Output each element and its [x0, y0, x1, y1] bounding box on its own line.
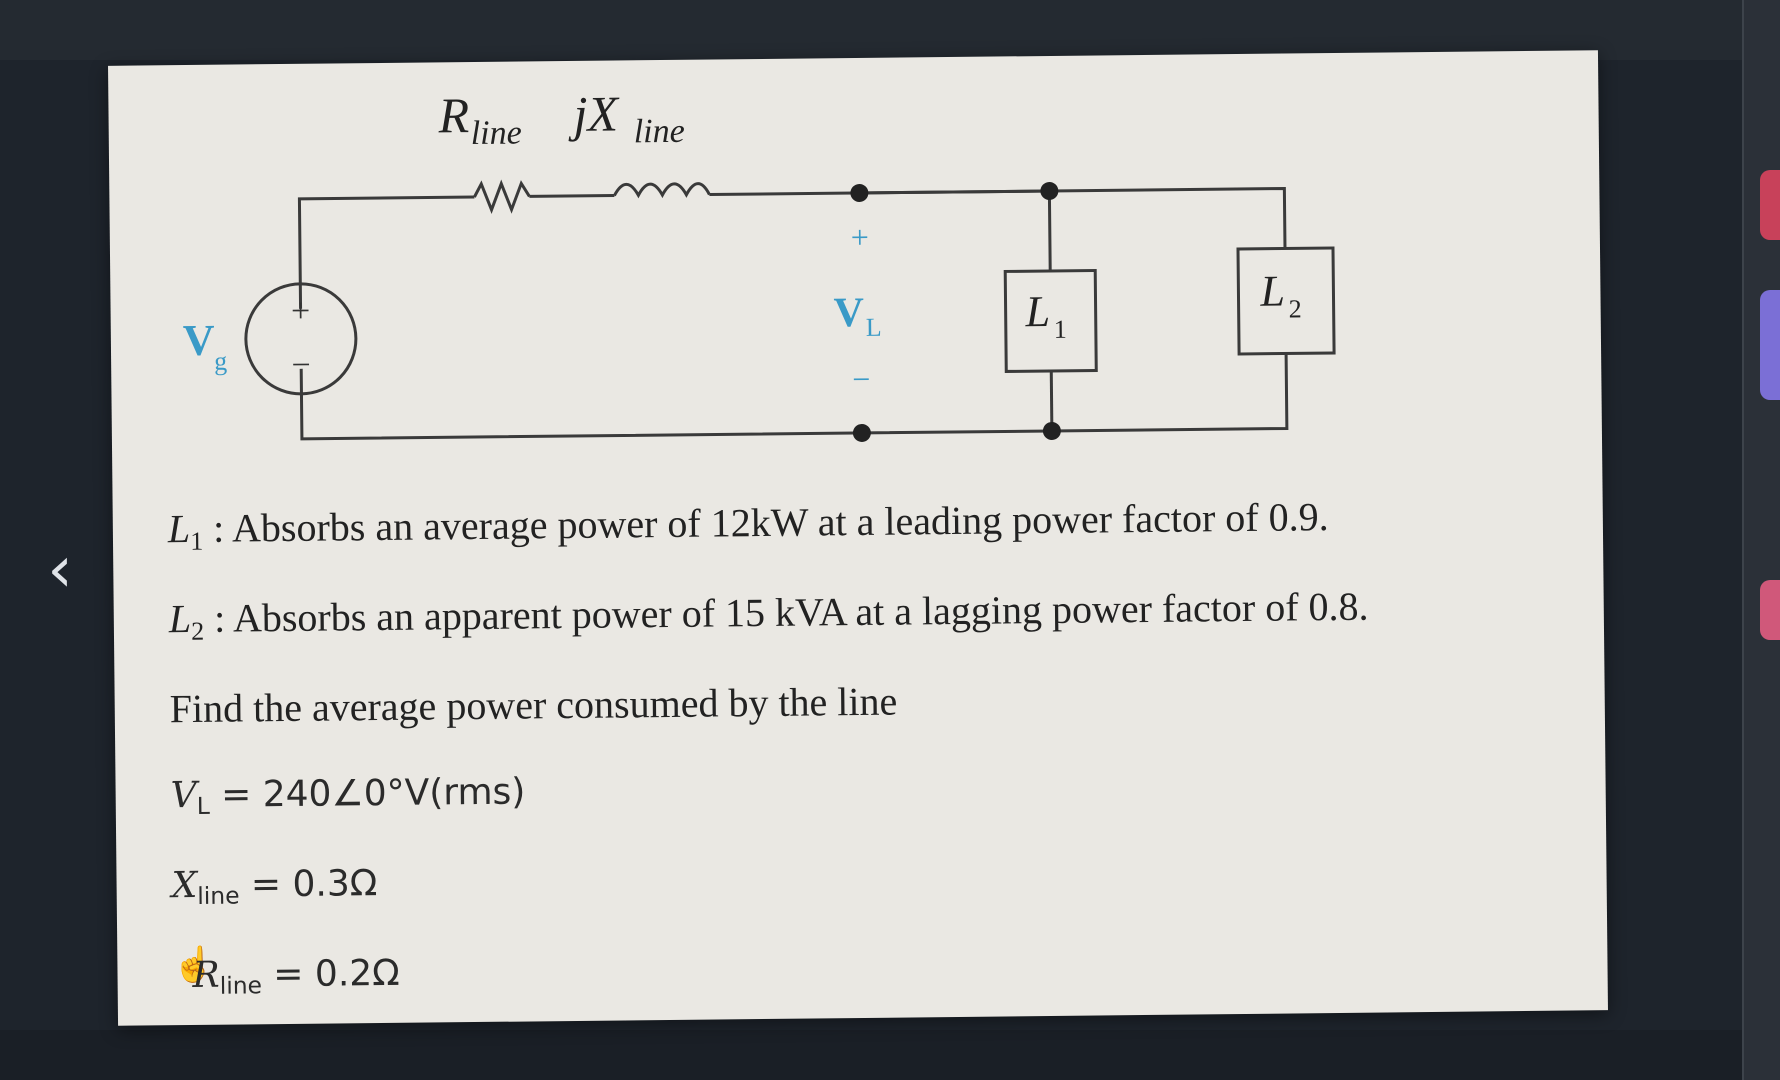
- r-var-sub: line: [219, 971, 263, 1000]
- l2-name: L: [168, 595, 192, 642]
- source-plus: +: [291, 293, 311, 330]
- l1-name: L: [167, 505, 191, 552]
- wire-top-right: [709, 189, 1052, 271]
- source-minus: −: [291, 347, 311, 384]
- rline-equation: Rline = 0.2Ω: [192, 953, 400, 1000]
- side-tab-pink[interactable]: [1760, 580, 1780, 640]
- load1-box: [1003, 268, 1098, 373]
- vl-subscript: L: [866, 313, 882, 342]
- inductor-coils: [613, 182, 711, 199]
- vl-minus: −: [852, 361, 870, 397]
- jx-line-subscript: line: [634, 113, 685, 151]
- top-dark-region: [0, 0, 1780, 60]
- x-var: X: [171, 864, 198, 907]
- terminal-top-vl: [850, 183, 869, 202]
- vl-var: V: [170, 774, 197, 817]
- load2-subscript: 2: [1288, 294, 1301, 323]
- x-value: = 0.3Ω: [239, 863, 378, 906]
- vl-var-sub: L: [196, 791, 210, 820]
- r-line-label: R: [437, 87, 469, 143]
- vl-value: = 240∠0°V(rms): [209, 771, 526, 816]
- l1-subscript: 1: [190, 526, 204, 556]
- load2-box: [1236, 246, 1336, 356]
- wire-bottom: [299, 353, 1289, 441]
- voltage-source-circle: [244, 282, 358, 396]
- resistor-zigzag: [473, 179, 531, 214]
- l2-description: L2 : Absorbs an apparent power of 15 kVA…: [169, 583, 1369, 647]
- l2-subscript: 2: [191, 616, 205, 646]
- x-var-sub: line: [197, 881, 240, 910]
- vl-equation: VL = 240∠0°V(rms): [170, 771, 525, 820]
- right-edge-panel: [1742, 0, 1780, 1080]
- l1-text: : Absorbs an average power of 12kW at a …: [212, 494, 1329, 551]
- r-line-subscript: line: [471, 115, 522, 153]
- vl-plus: +: [851, 219, 869, 255]
- wire-mid: [529, 194, 615, 198]
- load1-subscript: 1: [1054, 315, 1067, 344]
- circuit-diagram: + − V g R line jX line + − V L L 1 L 2: [183, 85, 1336, 442]
- source-label: V: [183, 316, 216, 365]
- r-var: R: [192, 954, 220, 996]
- l2-text: : Absorbs an apparent power of 15 kVA at…: [213, 583, 1369, 641]
- bottom-dark-region: [0, 1030, 1780, 1080]
- r-value: = 0.2Ω: [261, 952, 400, 996]
- terminal-top-l1: [1040, 181, 1059, 200]
- side-tab-purple[interactable]: [1760, 290, 1780, 400]
- jx-line-label: jX: [567, 85, 620, 142]
- side-tab-red[interactable]: [1760, 170, 1780, 240]
- load2-label: L: [1259, 267, 1285, 316]
- l1-description: L1 : Absorbs an average power of 12kW at…: [168, 493, 1329, 557]
- wire-top: [859, 189, 1050, 195]
- terminal-bottom-l1: [1042, 421, 1061, 440]
- problem-card: + − V g R line jX line + − V L L 1 L 2 L…: [108, 50, 1608, 1026]
- back-chevron-icon[interactable]: ‹: [47, 533, 73, 607]
- question-text: Find the average power consumed by the l…: [169, 678, 898, 732]
- wire-left-top: [297, 195, 475, 309]
- source-subscript: g: [214, 347, 227, 376]
- vl-label: V: [833, 290, 864, 336]
- terminal-bottom-vl: [852, 423, 871, 442]
- wire-to-l2: [1049, 187, 1287, 249]
- xline-equation: Xline = 0.3Ω: [171, 863, 377, 910]
- load1-label: L: [1024, 287, 1050, 336]
- wire-l1-bottom: [1049, 370, 1054, 431]
